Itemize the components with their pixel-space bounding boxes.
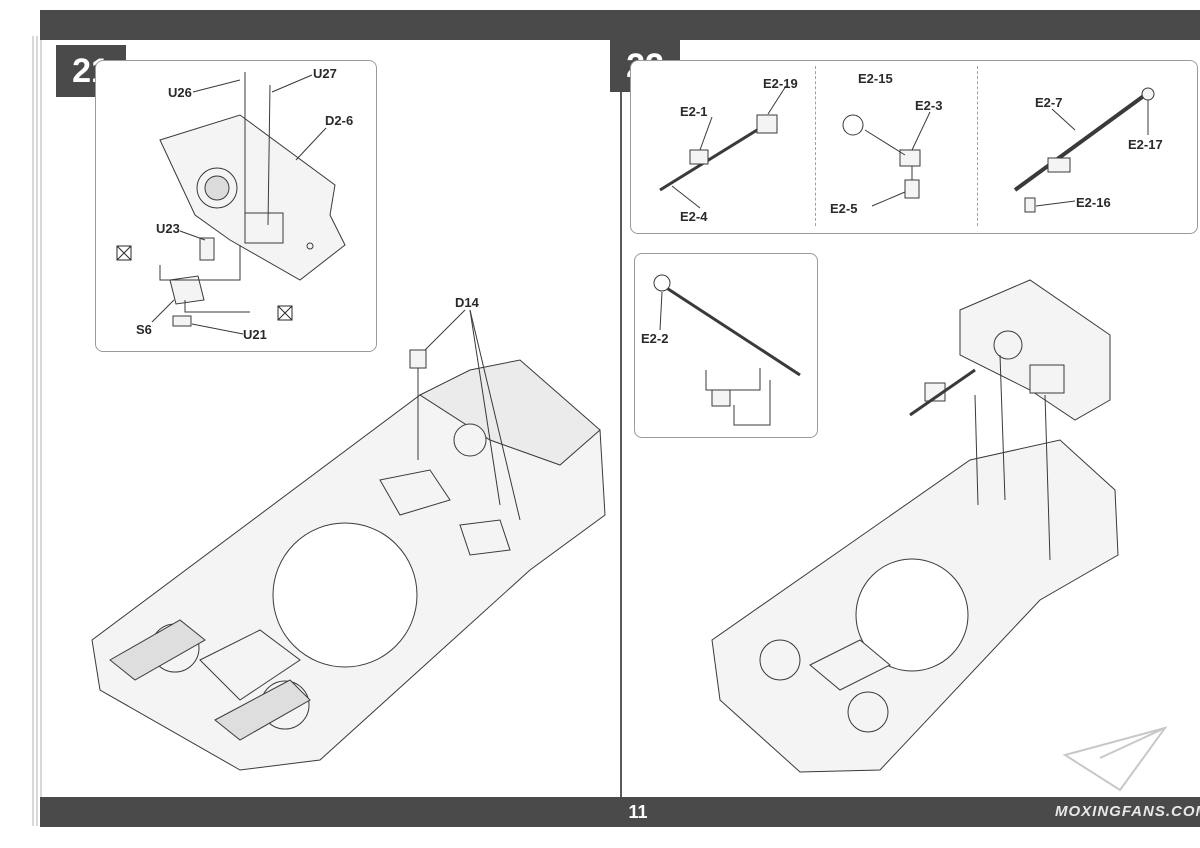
front-hatch-exploded-drawing: [993, 330, 1023, 360]
label-e2-4: E2-4: [680, 209, 708, 224]
turret-ring-step22-drawing: [855, 558, 969, 672]
glue-icon: [116, 245, 132, 261]
s6-part-drawing: [169, 275, 205, 305]
d14-leader-1: [469, 309, 501, 506]
d14-leader-2: [469, 309, 521, 521]
e2-2-rod-drawing: [661, 283, 801, 377]
label-e2-5: E2-5: [830, 201, 858, 216]
radio-hatch-drawing: [459, 519, 511, 556]
e2-3-part-drawing: [899, 149, 921, 167]
turret-ring-drawing: [272, 522, 418, 668]
d14-leader-3: [424, 309, 466, 351]
e2-16-leader: [1035, 200, 1076, 207]
e2-2-part-drawing: [653, 274, 671, 292]
label-u27: U27: [313, 66, 337, 81]
page-edges: [32, 36, 42, 826]
front-hatch-drawing: [453, 423, 487, 457]
label-d14: D14: [455, 295, 479, 310]
e2-1-part-drawing: [689, 149, 709, 165]
e2-17-part-drawing: [1141, 87, 1155, 101]
step-22-parts-panel: [630, 60, 1198, 234]
label-e2-7: E2-7: [1035, 95, 1063, 110]
step22-guide-line-3: [1044, 394, 1051, 561]
e2-15-part-drawing: [842, 114, 864, 136]
bottom-footer-bar: [40, 797, 1200, 827]
step22-guide-line-1: [974, 394, 979, 506]
bracket-exploded-drawing: [1029, 364, 1065, 394]
bolt-drawing: [306, 242, 314, 250]
inset-callout-frame: [159, 245, 241, 281]
hatch-inner-drawing: [204, 175, 230, 201]
page-number: 11: [628, 802, 648, 822]
panel-divider-1: [815, 66, 816, 226]
u27-guide-line: [267, 84, 271, 226]
e2-19-part-drawing: [756, 114, 778, 134]
e2-4-leader: [671, 185, 701, 209]
panel-divider-2: [977, 66, 978, 226]
u21-part-drawing: [172, 315, 192, 327]
watermark-text: MOXINGFANS.COM: [1055, 803, 1200, 820]
driver-hatch-drawing: [379, 469, 451, 516]
machine-gun-drawing: [1013, 93, 1147, 192]
e2-16-part-drawing: [1024, 197, 1036, 213]
label-e2-19: E2-19: [763, 76, 798, 91]
mount-bracket-drawing: [711, 389, 731, 407]
top-header-bar: [40, 10, 1200, 40]
label-e2-15: E2-15: [858, 71, 893, 86]
label-e2-3: E2-3: [915, 98, 943, 113]
u23-leader: [179, 230, 206, 241]
label-s6: S6: [136, 322, 152, 337]
label-e2-2: E2-2: [641, 331, 669, 346]
u26-leader: [192, 79, 241, 93]
step22-guide-line-2: [999, 354, 1006, 501]
u21-leader: [191, 323, 244, 335]
rod-part-drawing: [659, 120, 771, 192]
d14-part-drawing: [409, 349, 427, 369]
u23-part-drawing: [199, 237, 215, 261]
u27-leader: [271, 74, 313, 93]
inset-callout-frame-3: [705, 368, 761, 391]
grille-left-drawing: [109, 619, 206, 681]
label-e2-1: E2-1: [680, 104, 708, 119]
engine-hatch-step22: [809, 639, 891, 691]
e2-15-guide-line: [864, 129, 906, 156]
engine-deck-hatch-drawing: [199, 629, 301, 701]
e2-7-leader: [1051, 108, 1076, 131]
page-spine: [620, 40, 622, 797]
label-u21: U21: [243, 327, 267, 342]
d2-6-leader: [295, 127, 327, 161]
s6-leader: [151, 299, 175, 323]
label-u26: U26: [168, 85, 192, 100]
inset-callout-frame-4: [733, 380, 771, 426]
inset-callout-frame-2: [184, 300, 250, 313]
glue-icon: [277, 305, 293, 321]
e2-19-leader: [767, 85, 787, 115]
grille-fan-step22-right: [847, 691, 889, 733]
front-plate-exploded-drawing: [959, 279, 1111, 421]
grille-right-drawing: [214, 679, 311, 741]
label-e2-17: E2-17: [1128, 137, 1163, 152]
label-u23: U23: [156, 221, 180, 236]
e2-5-part-drawing: [904, 179, 920, 199]
e2-3-leader: [911, 111, 931, 151]
u-bracket-drawing: [244, 212, 284, 244]
label-d2-6: D2-6: [325, 113, 354, 128]
label-e2-16: E2-16: [1076, 195, 1111, 210]
page-fold-logo: [1062, 726, 1168, 792]
mg-barrel-drawing: [909, 368, 976, 417]
e2-2-leader: [659, 291, 663, 331]
e2-1-leader: [699, 116, 713, 151]
d2-6-plate-drawing: [159, 114, 346, 281]
grille-fan-step22-left: [759, 639, 801, 681]
gun-body-drawing: [1047, 157, 1071, 173]
e2-5-leader: [871, 191, 906, 207]
